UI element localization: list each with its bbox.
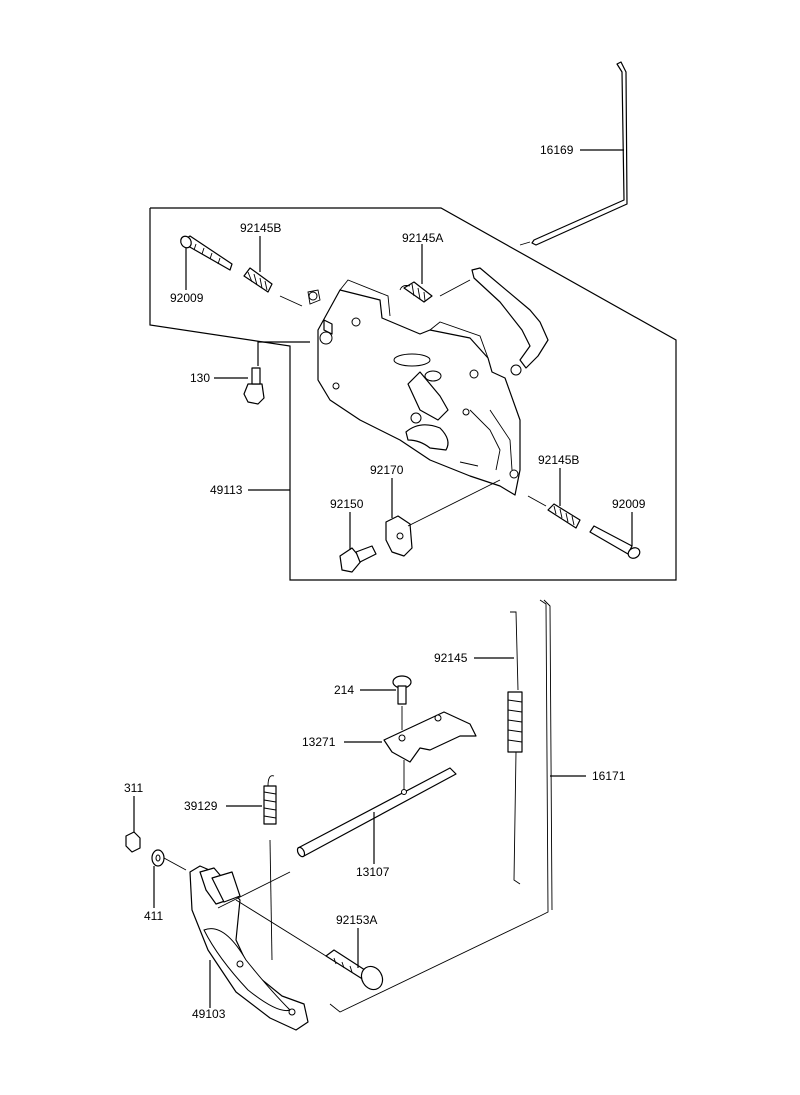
label-49103: 49103 bbox=[192, 1007, 226, 1021]
label-411: 411 bbox=[144, 909, 163, 923]
throttle-rod-16169 bbox=[519, 61, 628, 246]
bolt-92153A bbox=[325, 928, 384, 991]
choke-rod-16171 bbox=[329, 599, 586, 1013]
label-311: 311 bbox=[124, 781, 143, 795]
label-92009-top: 92009 bbox=[170, 291, 204, 305]
spring-92145 bbox=[474, 611, 523, 885]
plate-13271 bbox=[344, 711, 477, 790]
upper-assembly-frame bbox=[149, 207, 677, 581]
clip-92170 bbox=[385, 478, 501, 557]
bolt-92009-right bbox=[589, 512, 641, 559]
washer-411 bbox=[151, 849, 187, 908]
label-39129: 39129 bbox=[184, 799, 218, 813]
label-214: 214 bbox=[334, 683, 354, 697]
label-130: 130 bbox=[190, 371, 210, 385]
label-13107: 13107 bbox=[356, 865, 390, 879]
bolt-92150 bbox=[339, 512, 377, 573]
lever-49103 bbox=[189, 865, 327, 1031]
nut-311 bbox=[125, 796, 141, 853]
label-92009-right: 92009 bbox=[612, 497, 646, 511]
bolt-92009-top bbox=[180, 235, 233, 290]
label-49113: 49113 bbox=[210, 483, 243, 497]
spring-92145B-top bbox=[243, 236, 303, 307]
bolt-130 bbox=[214, 319, 333, 405]
label-92150: 92150 bbox=[330, 497, 364, 511]
label-92170: 92170 bbox=[370, 463, 404, 477]
label-92145B-top: 92145B bbox=[240, 221, 281, 235]
label-92145B-right: 92145B bbox=[538, 453, 579, 467]
label-92153A: 92153A bbox=[336, 913, 377, 927]
label-92145: 92145 bbox=[434, 651, 468, 665]
spring-92145A bbox=[399, 244, 471, 303]
control-plate-49113 bbox=[307, 267, 549, 496]
spring-92145B-right bbox=[527, 468, 581, 529]
label-16169: 16169 bbox=[540, 143, 574, 157]
spring-39129 bbox=[226, 775, 277, 961]
screw-214 bbox=[360, 675, 412, 730]
label-92145A: 92145A bbox=[402, 231, 443, 245]
label-16171: 16171 bbox=[592, 769, 626, 783]
shaft-13107 bbox=[296, 767, 457, 864]
label-13271: 13271 bbox=[302, 735, 336, 749]
